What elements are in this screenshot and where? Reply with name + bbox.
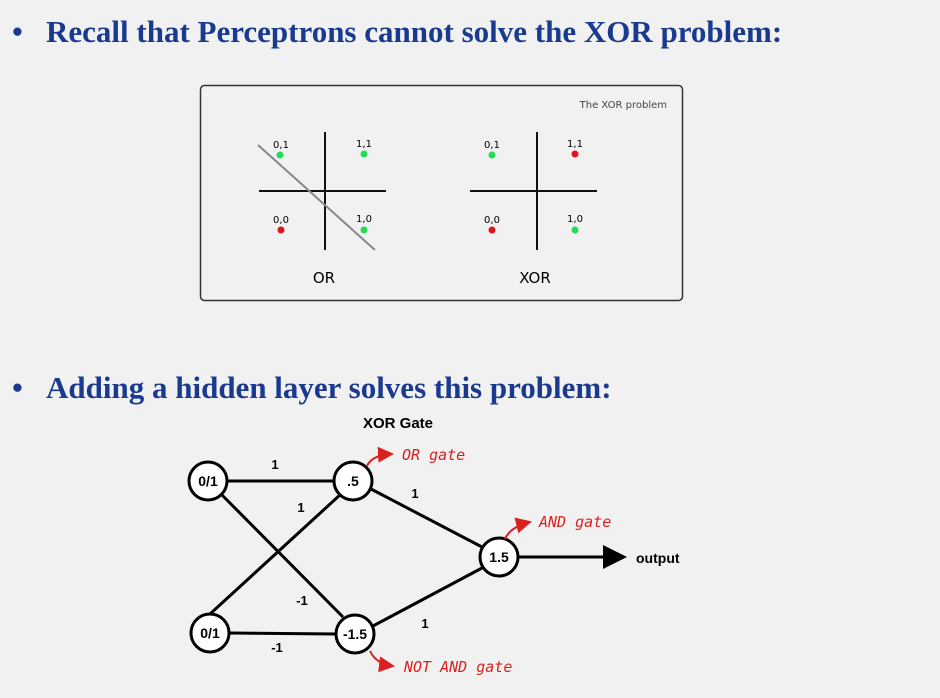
point-label: 0,1 <box>273 140 289 151</box>
weight-label: -1 <box>296 593 308 608</box>
bullet-hidden-layer: • Adding a hidden layer solves this probl… <box>12 370 612 406</box>
weight-label: 1 <box>421 616 428 631</box>
output-label: output <box>636 550 680 566</box>
node-label: 1.5 <box>489 549 509 565</box>
network-title: XOR Gate <box>363 415 433 432</box>
weight-label: -1 <box>271 640 283 655</box>
node-label: -1.5 <box>343 626 367 642</box>
point-1-0 <box>360 226 368 234</box>
point-0-0 <box>277 226 285 234</box>
weight-label: 1 <box>271 457 278 472</box>
point-0-0 <box>488 226 496 234</box>
edge-in1-h2 <box>220 493 345 619</box>
weight-label: 1 <box>411 486 418 501</box>
or-plot: 0,1 1,1 0,0 1,0 OR <box>257 132 386 287</box>
annotation-or-gate: OR gate <box>402 446 465 464</box>
weight-label: 1 <box>297 500 304 515</box>
bullet-text: Adding a hidden layer solves this proble… <box>46 370 612 405</box>
edge-in2-h2 <box>228 631 337 636</box>
annotation-and-gate: AND gate <box>538 513 611 531</box>
edge-in2-h1 <box>208 492 343 616</box>
point-1-1 <box>571 150 579 158</box>
edge-h2-out <box>372 566 483 628</box>
bullet-recall-perceptrons: • Recall that Perceptrons cannot solve th… <box>12 14 782 50</box>
point-label: 1,1 <box>567 139 583 150</box>
node-input1: 0/1 <box>187 460 229 502</box>
not-and-gate-arrow <box>369 650 395 673</box>
point-label: 1,0 <box>356 214 372 225</box>
figure-title: The XOR problem <box>579 100 667 111</box>
xor-gate-network: XOR Gate 1 1 -1 -1 1 1 0/1 0/1 .5 -1.5 1… <box>187 415 680 676</box>
xor-problem-figure: The XOR problem 0,1 1,1 0,0 1,0 OR 0,1 1… <box>199 84 684 302</box>
node-label: .5 <box>347 473 359 489</box>
edge-h1-out <box>370 487 483 549</box>
point-1-0 <box>571 226 579 234</box>
plot-label: OR <box>313 269 335 287</box>
node-hidden2: -1.5 <box>334 613 376 655</box>
and-gate-arrow <box>504 517 532 540</box>
point-label: 0,0 <box>484 215 500 226</box>
figure-frame <box>199 84 684 302</box>
point-label: 1,0 <box>567 214 583 225</box>
node-input2: 0/1 <box>189 612 231 654</box>
bullet-marker: • <box>12 370 23 405</box>
node-label: 0/1 <box>200 625 220 641</box>
node-hidden1: .5 <box>332 460 374 502</box>
bullet-text: Recall that Perceptrons cannot solve the… <box>46 14 783 49</box>
point-0-1 <box>488 151 496 159</box>
node-label: 0/1 <box>198 473 218 489</box>
point-label: 0,0 <box>273 215 289 226</box>
or-gate-arrow <box>366 446 394 467</box>
point-0-1 <box>276 151 284 159</box>
annotation-not-and-gate: NOT AND gate <box>403 658 512 676</box>
xor-plot: 0,1 1,1 0,0 1,0 XOR <box>470 132 597 287</box>
node-output: 1.5 <box>478 536 520 578</box>
point-label: 1,1 <box>356 139 372 150</box>
point-label: 0,1 <box>484 140 500 151</box>
decision-boundary-line <box>257 144 376 251</box>
point-1-1 <box>360 150 368 158</box>
bullet-marker: • <box>12 14 23 49</box>
plot-label: XOR <box>519 269 551 287</box>
